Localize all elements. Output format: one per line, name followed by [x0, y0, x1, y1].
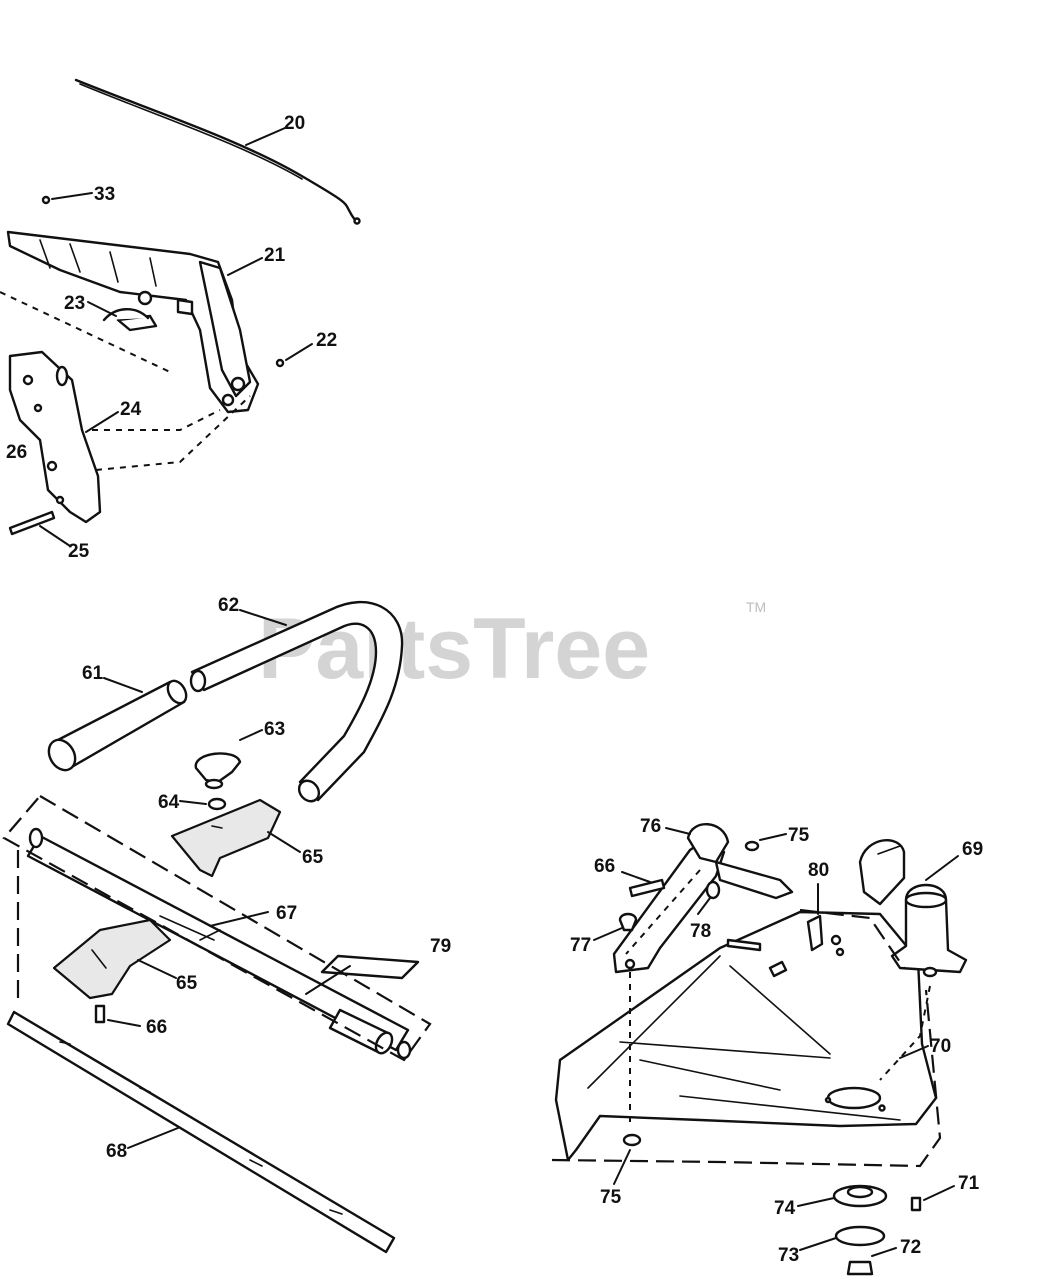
guard-clip [726, 914, 845, 957]
nut-72 [846, 1260, 874, 1276]
callout-label: 21 [264, 245, 286, 266]
assembly-guide-lines-lower [625, 869, 931, 1124]
callout-label: 61 [82, 663, 104, 684]
callout-label: 75 [600, 1187, 622, 1208]
callout-label: 65 [302, 847, 324, 868]
loop-handle [189, 600, 404, 803]
washer-73 [834, 1225, 886, 1247]
callout-labels: 20 33 21 23 22 24 26 25 62 61 63 64 65 6… [6, 113, 983, 1266]
callout-label: 77 [570, 935, 591, 956]
handle-housing [6, 230, 260, 414]
callout-label: 22 [316, 330, 337, 351]
watermark-trademark: TM [746, 599, 766, 615]
callout-label: 75 [788, 825, 810, 846]
callout-label: 69 [962, 839, 983, 860]
callout-label: 73 [778, 1245, 799, 1266]
gearbox-head [858, 839, 968, 978]
callout-label: 66 [146, 1017, 167, 1038]
callout-label: 24 [120, 399, 142, 420]
throttle-cable [74, 78, 361, 225]
handle-clamp-lower [52, 918, 172, 1000]
blade-retainer [832, 1184, 888, 1208]
bolt-25 [8, 510, 56, 536]
callout-label: 66 [594, 856, 615, 877]
callout-label: 80 [808, 860, 829, 881]
callout-label: 68 [106, 1141, 127, 1162]
callout-label: 71 [958, 1173, 980, 1194]
washer-64 [207, 797, 227, 811]
callout-label: 26 [6, 442, 27, 463]
callout-label: 62 [218, 595, 239, 616]
callout-label: 79 [430, 936, 451, 957]
knob [194, 752, 242, 790]
callout-label: 63 [264, 719, 285, 740]
callout-label: 23 [64, 293, 85, 314]
guard-bracket [612, 822, 794, 974]
nut-75-upper [744, 840, 760, 852]
callout-label: 78 [690, 921, 711, 942]
callout-label: 25 [68, 541, 90, 562]
foam-grip [47, 679, 188, 772]
callout-label: 67 [276, 903, 297, 924]
callout-label: 20 [284, 113, 305, 134]
callout-label: 65 [176, 973, 198, 994]
handle-clamp-upper [170, 798, 282, 878]
bolt-66-right [628, 878, 666, 898]
screw-71 [910, 1196, 922, 1212]
drive-cable [6, 1010, 396, 1254]
decal [320, 954, 420, 980]
callout-label: 72 [900, 1237, 921, 1258]
trimmer-guard [554, 910, 938, 1162]
shaft-tube [26, 827, 412, 1060]
guard-kit-outline [551, 908, 942, 1168]
shaft-kit-outline [2, 794, 432, 1062]
screw-33 [41, 195, 51, 205]
callout-label: 64 [158, 792, 180, 813]
screw-77 [618, 912, 638, 932]
screw-66-left [94, 1004, 106, 1024]
nut-75-lower [622, 1133, 642, 1147]
callout-label: 74 [774, 1198, 796, 1219]
callout-label: 33 [94, 184, 115, 205]
washer-22 [275, 358, 285, 368]
handle-bracket [8, 350, 102, 524]
callout-label: 76 [640, 816, 661, 837]
callout-label: 70 [930, 1036, 951, 1057]
assembly-guide-lines [0, 291, 251, 471]
